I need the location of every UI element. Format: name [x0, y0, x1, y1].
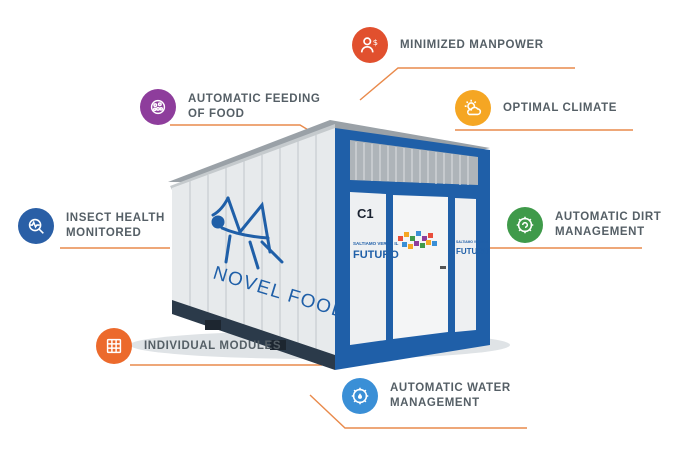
- vent-panel: [350, 140, 478, 185]
- leader-line-feeding: [170, 124, 316, 135]
- leader-line-water: [309, 394, 527, 429]
- feature-automatic-water: AUTOMATIC WATER MANAGEMENT: [342, 378, 511, 414]
- svg-text:$: $: [373, 37, 378, 47]
- grasshopper-logo-icon: [211, 196, 284, 270]
- feature-insect-health: INSECT HEALTH MONITORED: [18, 208, 165, 244]
- feature-label: INDIVIDUAL MODULES: [144, 339, 282, 352]
- brand-top-right: SALTIAMO VERSO IL: [456, 240, 489, 244]
- feature-label: INSECT HEALTH MONITORED: [66, 212, 165, 239]
- feature-label: AUTOMATIC FEEDING OF FOOD: [188, 93, 321, 120]
- gear-recycle-icon: [507, 207, 543, 243]
- health-magnifier-icon: [18, 208, 54, 244]
- feature-automatic-dirt: AUTOMATIC DIRT MANAGEMENT: [507, 207, 661, 243]
- front-door: [393, 195, 448, 339]
- feature-label: MINIMIZED MANPOWER: [400, 38, 544, 51]
- brand-bottom-left: FUTURO: [353, 249, 399, 261]
- feature-minimized-manpower: $ MINIMIZED MANPOWER: [352, 27, 544, 63]
- leader-lines: [60, 67, 642, 429]
- front-panel-right: [455, 198, 476, 332]
- grid-modules-icon: [96, 328, 132, 364]
- door-handle-icon: [440, 266, 446, 269]
- brand-top-left: SALTIAMO VERSO IL: [353, 241, 399, 246]
- leader-line-manpower: [359, 67, 575, 101]
- sun-cloud-icon: [455, 90, 491, 126]
- feature-automatic-feeding: AUTOMATIC FEEDING OF FOOD: [140, 89, 320, 125]
- unit-code: C1: [357, 206, 374, 221]
- feature-label: AUTOMATIC DIRT MANAGEMENT: [555, 211, 662, 238]
- gear-drop-icon: [342, 378, 378, 414]
- feature-label: AUTOMATIC WATER MANAGEMENT: [390, 382, 511, 409]
- container-side-wall: [172, 128, 335, 365]
- mosaic-logo-icon: [398, 231, 437, 249]
- front-panel-left: [350, 192, 386, 345]
- container-base: [172, 300, 335, 370]
- brand-bottom-right: FUTURO: [456, 247, 489, 256]
- person-money-icon: $: [352, 27, 388, 63]
- grain-icon: [140, 89, 176, 125]
- feature-label: OPTIMAL CLIMATE: [503, 101, 617, 114]
- feature-individual-modules: INDIVIDUAL MODULES: [96, 328, 281, 364]
- feature-optimal-climate: OPTIMAL CLIMATE: [455, 90, 617, 126]
